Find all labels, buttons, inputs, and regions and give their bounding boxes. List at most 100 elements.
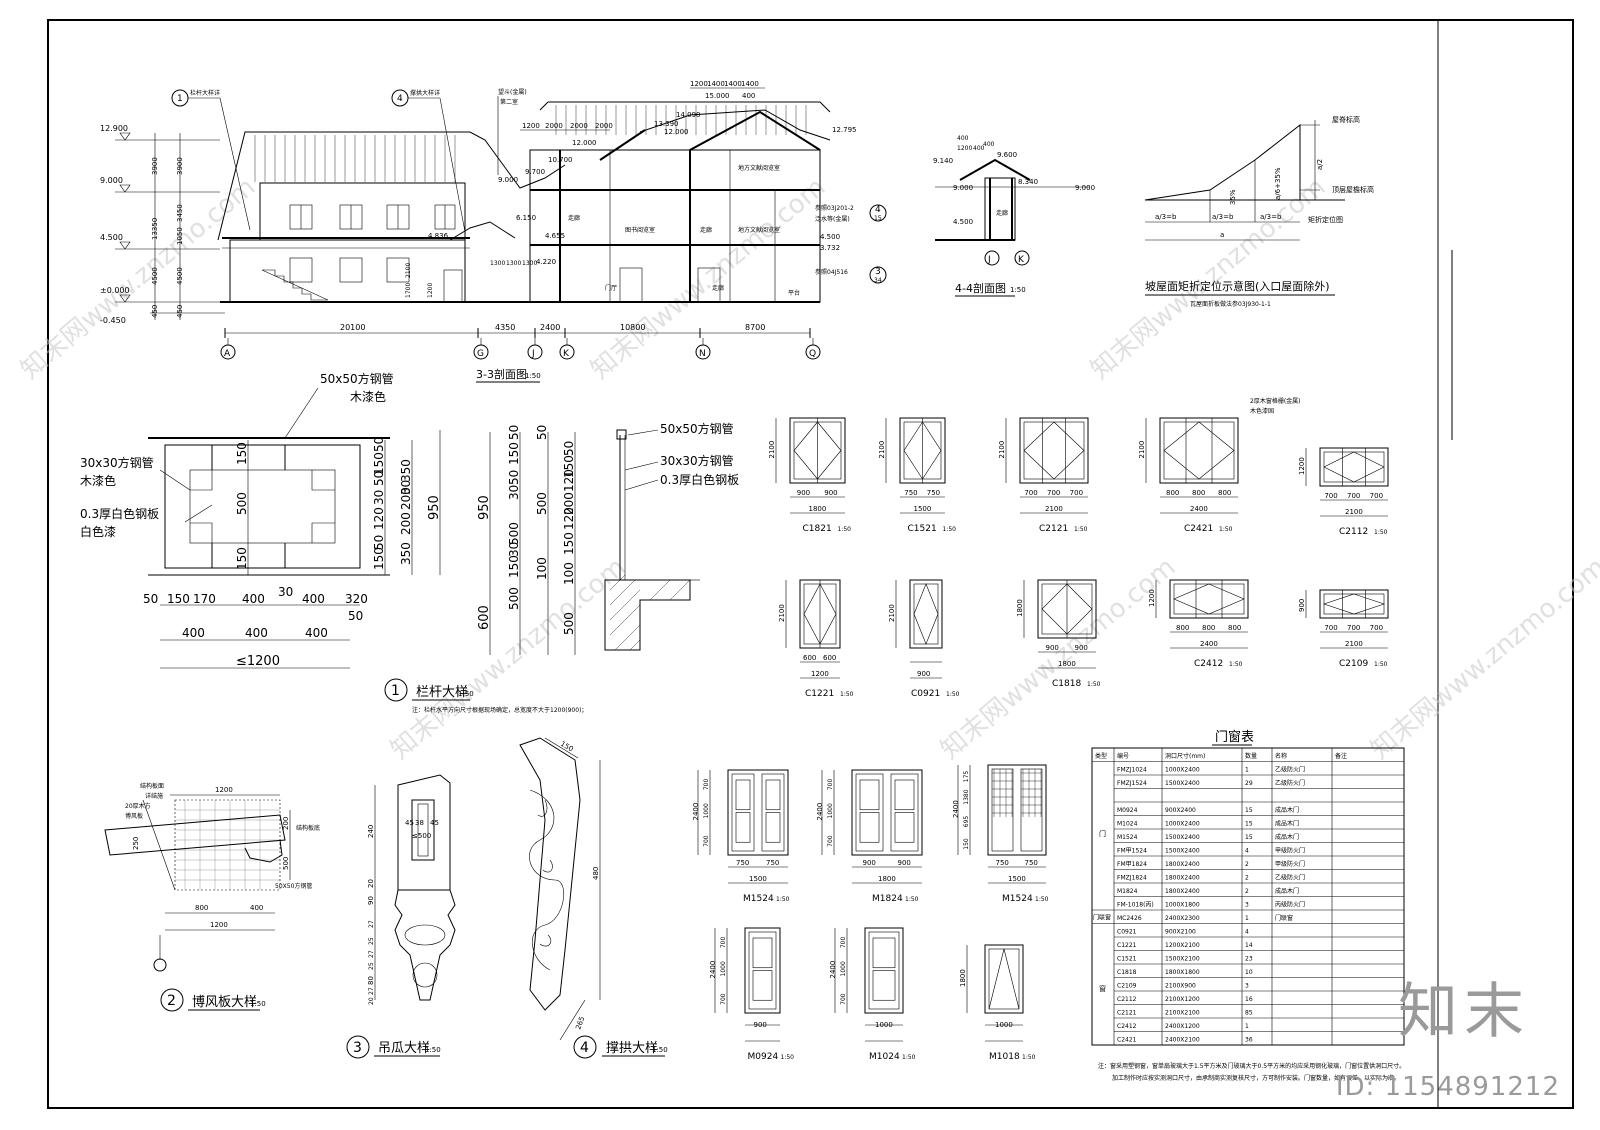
- svg-text:120: 120: [372, 507, 386, 530]
- schedule-cell: 4: [1245, 848, 1249, 855]
- svg-text:4.500: 4.500: [953, 218, 973, 226]
- svg-text:700: 700: [703, 779, 710, 791]
- svg-text:0.3厚白色钢板: 0.3厚白色钢板: [80, 506, 159, 521]
- schedule-cell: 2100X2100: [1165, 1010, 1200, 1017]
- svg-text:撑拱大样: 撑拱大样: [606, 1041, 658, 1056]
- schedule-cell: M0924: [1117, 807, 1138, 814]
- schedule-cell: 成品木门: [1275, 820, 1299, 828]
- schedule-cell: C2412: [1117, 1023, 1137, 1030]
- svg-text:14.090: 14.090: [676, 111, 701, 119]
- svg-text:100: 100: [562, 562, 576, 585]
- svg-text:1:50: 1:50: [776, 896, 790, 903]
- svg-text:屋脊标高: 屋脊标高: [1332, 115, 1360, 124]
- top-dims: 1200 1400 1400 1400 400 1200 2000 2000 2…: [520, 80, 765, 131]
- svg-text:1400: 1400: [741, 80, 759, 88]
- svg-text:12.795: 12.795: [832, 126, 857, 134]
- schedule-cell: M1024: [1117, 821, 1138, 828]
- svg-text:1200: 1200: [210, 921, 228, 929]
- schedule-cell: FM甲1524: [1117, 848, 1147, 855]
- svg-text:1380: 1380: [963, 789, 970, 804]
- svg-text:1200: 1200: [957, 145, 972, 152]
- svg-text:700: 700: [827, 835, 834, 847]
- window-code: C2112: [1339, 527, 1368, 537]
- svg-text:150: 150: [167, 592, 190, 606]
- svg-text:J: J: [987, 255, 991, 265]
- svg-text:27: 27: [368, 920, 375, 928]
- svg-text:750: 750: [766, 859, 779, 867]
- window-part-dim: 700: [1324, 624, 1337, 632]
- window-scale: 1:50: [1374, 529, 1388, 536]
- schedule-cell: 甲级防火门: [1275, 860, 1305, 868]
- schedule-cell: MC2426: [1117, 915, 1142, 922]
- svg-text:20100: 20100: [340, 323, 365, 332]
- svg-text:45: 45: [405, 819, 414, 827]
- svg-text:150: 150: [235, 442, 249, 465]
- door-code: M1524: [743, 894, 774, 904]
- svg-text:2400: 2400: [692, 803, 700, 821]
- svg-text:600: 600: [477, 605, 492, 630]
- window-part-dim: 800: [1218, 489, 1231, 497]
- svg-text:走廊: 走廊: [996, 209, 1008, 217]
- schedule-cell: 900X2100: [1165, 929, 1196, 936]
- schedule-cell: 1200X2100: [1165, 942, 1200, 949]
- schedule-cell: FM-1018(丙): [1117, 902, 1154, 909]
- window-height-dim: 2100: [778, 604, 786, 622]
- schedule-cell: C1521: [1117, 956, 1137, 963]
- room-label: 门厅: [605, 284, 617, 292]
- svg-text:9.000: 9.000: [100, 176, 123, 185]
- svg-text:265: 265: [574, 1015, 586, 1030]
- svg-text:1000: 1000: [720, 961, 727, 976]
- svg-text:13.390: 13.390: [654, 120, 679, 128]
- svg-text:a/6+35%: a/6+35%: [1274, 167, 1282, 200]
- svg-text:1:50: 1:50: [458, 690, 474, 698]
- svg-text:4500: 4500: [151, 267, 159, 285]
- svg-text:350: 350: [399, 542, 413, 565]
- svg-text:2100: 2100: [405, 263, 412, 278]
- section-scale: 1:50: [525, 372, 541, 380]
- svg-text:a/3=b: a/3=b: [1155, 213, 1177, 221]
- door-code: M0924: [748, 1052, 779, 1062]
- svg-text:700: 700: [720, 937, 727, 949]
- room-label: 图书阅览室: [625, 226, 655, 234]
- svg-text:木漆色: 木漆色: [80, 474, 116, 488]
- chenggong-detail: 150 480 265 4 撑拱大样 1:50: [519, 737, 668, 1059]
- schedule-cell: 85: [1245, 1010, 1253, 1017]
- schedule-cell: FMZJ1024: [1117, 767, 1147, 774]
- svg-text:170: 170: [193, 592, 216, 606]
- svg-text:J: J: [531, 349, 535, 359]
- svg-text:50: 50: [507, 425, 521, 440]
- window-part-dim: 700: [1370, 492, 1383, 500]
- svg-text:80: 80: [367, 976, 375, 985]
- svg-text:12.000: 12.000: [664, 128, 689, 136]
- svg-text:200: 200: [399, 512, 413, 535]
- svg-text:a/2: a/2: [1316, 159, 1324, 170]
- svg-text:950: 950: [427, 495, 442, 520]
- svg-text:3900: 3900: [151, 157, 159, 175]
- image-id: ID: 1154891212: [1335, 1072, 1560, 1102]
- svg-text:750: 750: [736, 859, 749, 867]
- svg-text:4.836: 4.836: [428, 232, 449, 240]
- svg-text:750: 750: [996, 859, 1009, 867]
- window-width-dim: 1800: [1058, 660, 1076, 668]
- schedule-cell: 2400X1200: [1165, 1023, 1200, 1030]
- svg-text:4: 4: [875, 205, 881, 215]
- schedule-cell: 2400X2300: [1165, 915, 1200, 922]
- schedule-header: 类型: [1095, 752, 1107, 760]
- svg-text:30: 30: [399, 480, 413, 495]
- svg-text:撑拱大样详: 撑拱大样详: [410, 89, 440, 97]
- svg-text:博风板: 博风板: [125, 812, 143, 820]
- window-height-dim: 2100: [768, 441, 776, 459]
- svg-text:3: 3: [875, 267, 881, 277]
- schedule-cell: 1: [1245, 915, 1249, 922]
- svg-text:结构板底: 结构板底: [296, 824, 320, 832]
- svg-text:1:50: 1:50: [1035, 896, 1049, 903]
- svg-text:500: 500: [507, 522, 521, 545]
- schedule-cell: 3: [1245, 983, 1249, 990]
- window-height-dim: 1200: [1298, 457, 1306, 475]
- section-title: 3-3剖面图: [476, 367, 527, 381]
